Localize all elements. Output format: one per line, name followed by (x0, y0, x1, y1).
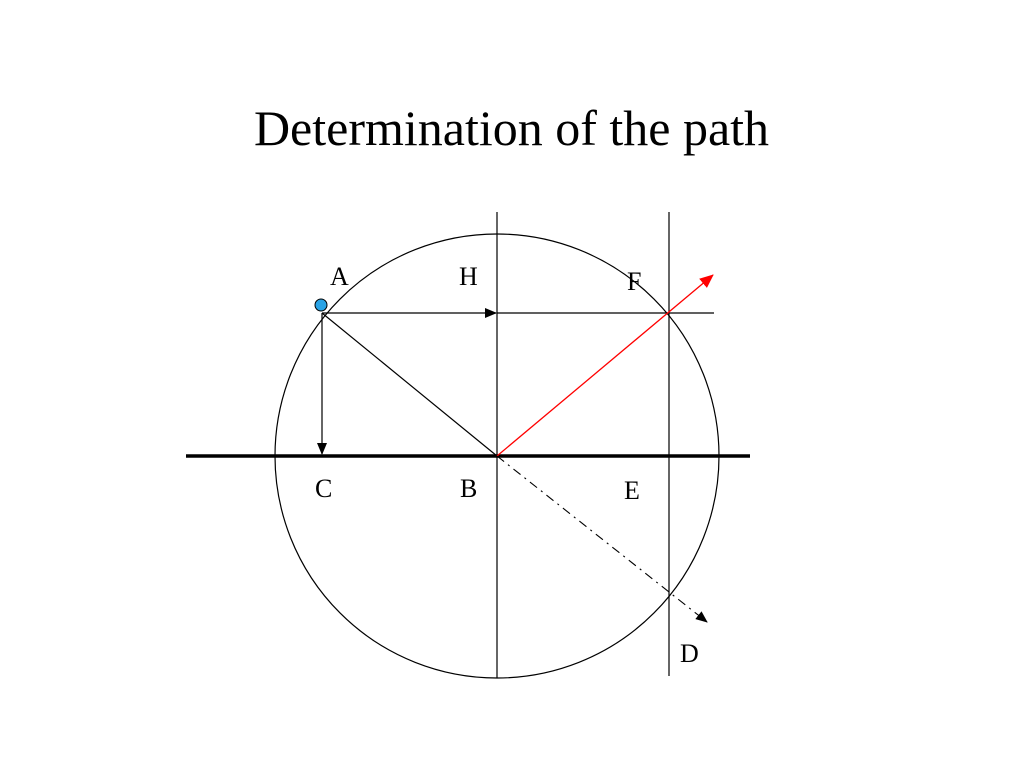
point-a-marker (314, 298, 328, 312)
label-f: F (627, 267, 641, 296)
incident-ray-ab (321, 312, 498, 457)
label-a: A (330, 262, 349, 291)
label-b: B (460, 474, 477, 503)
transmitted-ray-bd (496, 455, 708, 623)
slide-title: Determination of the path (253, 100, 770, 156)
reflected-ray-bf (496, 274, 714, 457)
label-h: H (459, 262, 478, 291)
label-e: E (624, 476, 640, 505)
label-c: C (315, 474, 332, 503)
label-d: D (680, 639, 699, 668)
